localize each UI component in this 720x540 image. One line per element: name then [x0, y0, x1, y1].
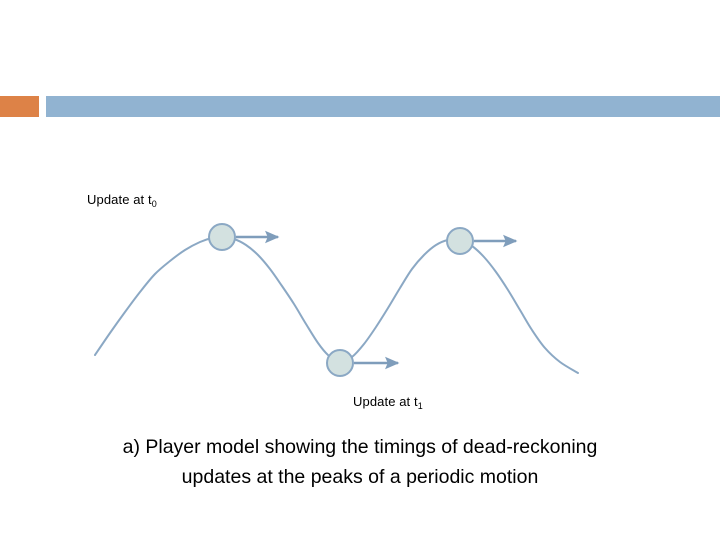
marker-update-t0-peak	[208, 223, 236, 251]
label-update-t0-subscript: 0	[151, 199, 157, 209]
label-update-t1-subscript: 1	[417, 401, 423, 411]
label-update-t1-text: Update at t	[353, 394, 418, 409]
header-accent-bars	[0, 96, 720, 117]
marker-update-t1-trough	[326, 349, 354, 377]
marker-update-second-peak	[446, 227, 474, 255]
label-update-t0: Update at t0	[87, 192, 157, 209]
figure-caption: a) Player model showing the timings of d…	[40, 432, 680, 492]
label-update-t0-text: Update at t	[87, 192, 152, 207]
figure-caption-line-1: a) Player model showing the timings of d…	[122, 436, 598, 458]
label-update-t1: Update at t1	[353, 394, 423, 411]
accent-bar-blue	[46, 96, 720, 117]
update-markers-group	[208, 223, 474, 377]
accent-block-orange	[0, 96, 39, 117]
velocity-arrows-group	[236, 230, 518, 370]
figure-caption-line-2: updates at the peaks of a periodic motio…	[181, 466, 539, 488]
